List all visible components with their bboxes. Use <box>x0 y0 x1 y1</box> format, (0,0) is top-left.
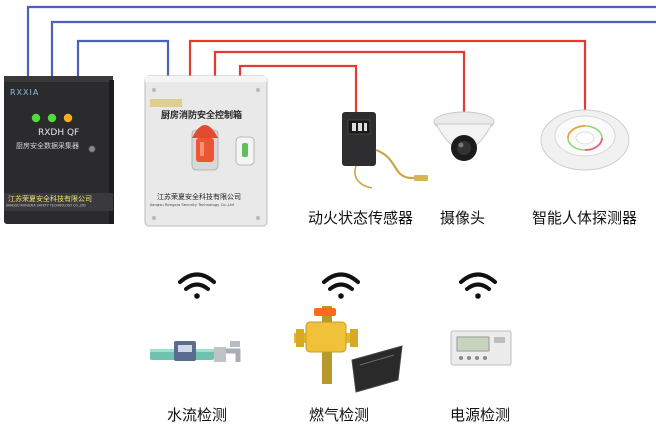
controlbox-company-cn: 江苏荣夏安全科技有限公司 <box>157 193 241 201</box>
blue-wire-middle <box>50 20 656 80</box>
control-switch-icon <box>235 136 255 166</box>
wifi-icon <box>459 272 497 299</box>
blue-wire-inner <box>76 39 170 90</box>
red-wire-detector <box>188 39 587 112</box>
collector-company-cn: 江苏荣夏安全科技有限公司 <box>8 195 92 203</box>
wifi-icon <box>322 272 360 299</box>
blue-wire-outer <box>26 5 656 80</box>
fire-state-sensor-icon <box>342 112 428 189</box>
red-wires <box>188 39 587 112</box>
wireless-label-gas: 燃气检测 <box>309 406 370 424</box>
control-box-panel <box>144 75 268 227</box>
wireless-label-water: 水流检测 <box>167 406 228 424</box>
status-led <box>63 113 73 123</box>
status-led <box>31 113 41 123</box>
device-label-body-detector: 智能人体探测器 <box>532 209 638 227</box>
wireless-label-power: 电源检测 <box>450 406 511 424</box>
controlbox-company-en: Jiangsu Rongxia Security Technology Co.,… <box>150 202 234 207</box>
collector-knob <box>88 145 96 153</box>
power-meter-icon <box>450 330 512 366</box>
gas-valve-icon <box>294 306 403 393</box>
collector-company-en: JIANGSU RONGXIA SAFETY TECHNOLOGY CO.,LT… <box>6 204 86 208</box>
controlbox-title: 厨房消防安全控制箱 <box>161 111 243 121</box>
red-wire-fire-sensor <box>238 64 358 112</box>
device-label-camera: 摄像头 <box>440 209 486 227</box>
red-wire-camera <box>213 50 466 112</box>
device-label-fire-sensor: 动火状态传感器 <box>308 209 414 227</box>
dome-camera-icon <box>433 111 495 161</box>
data-collector-panel <box>4 76 114 224</box>
status-led <box>47 113 57 123</box>
collector-model: RXDH QF <box>38 128 80 138</box>
water-flow-meter-icon <box>150 341 241 362</box>
collector-brand: RXXIA <box>10 88 40 97</box>
collector-subtitle: 厨房安全数据采集器 <box>16 142 79 150</box>
wifi-icon <box>178 272 216 299</box>
human-body-detector-icon <box>540 109 630 171</box>
blue-wires <box>26 5 656 90</box>
alarm-light-icon <box>191 125 219 171</box>
